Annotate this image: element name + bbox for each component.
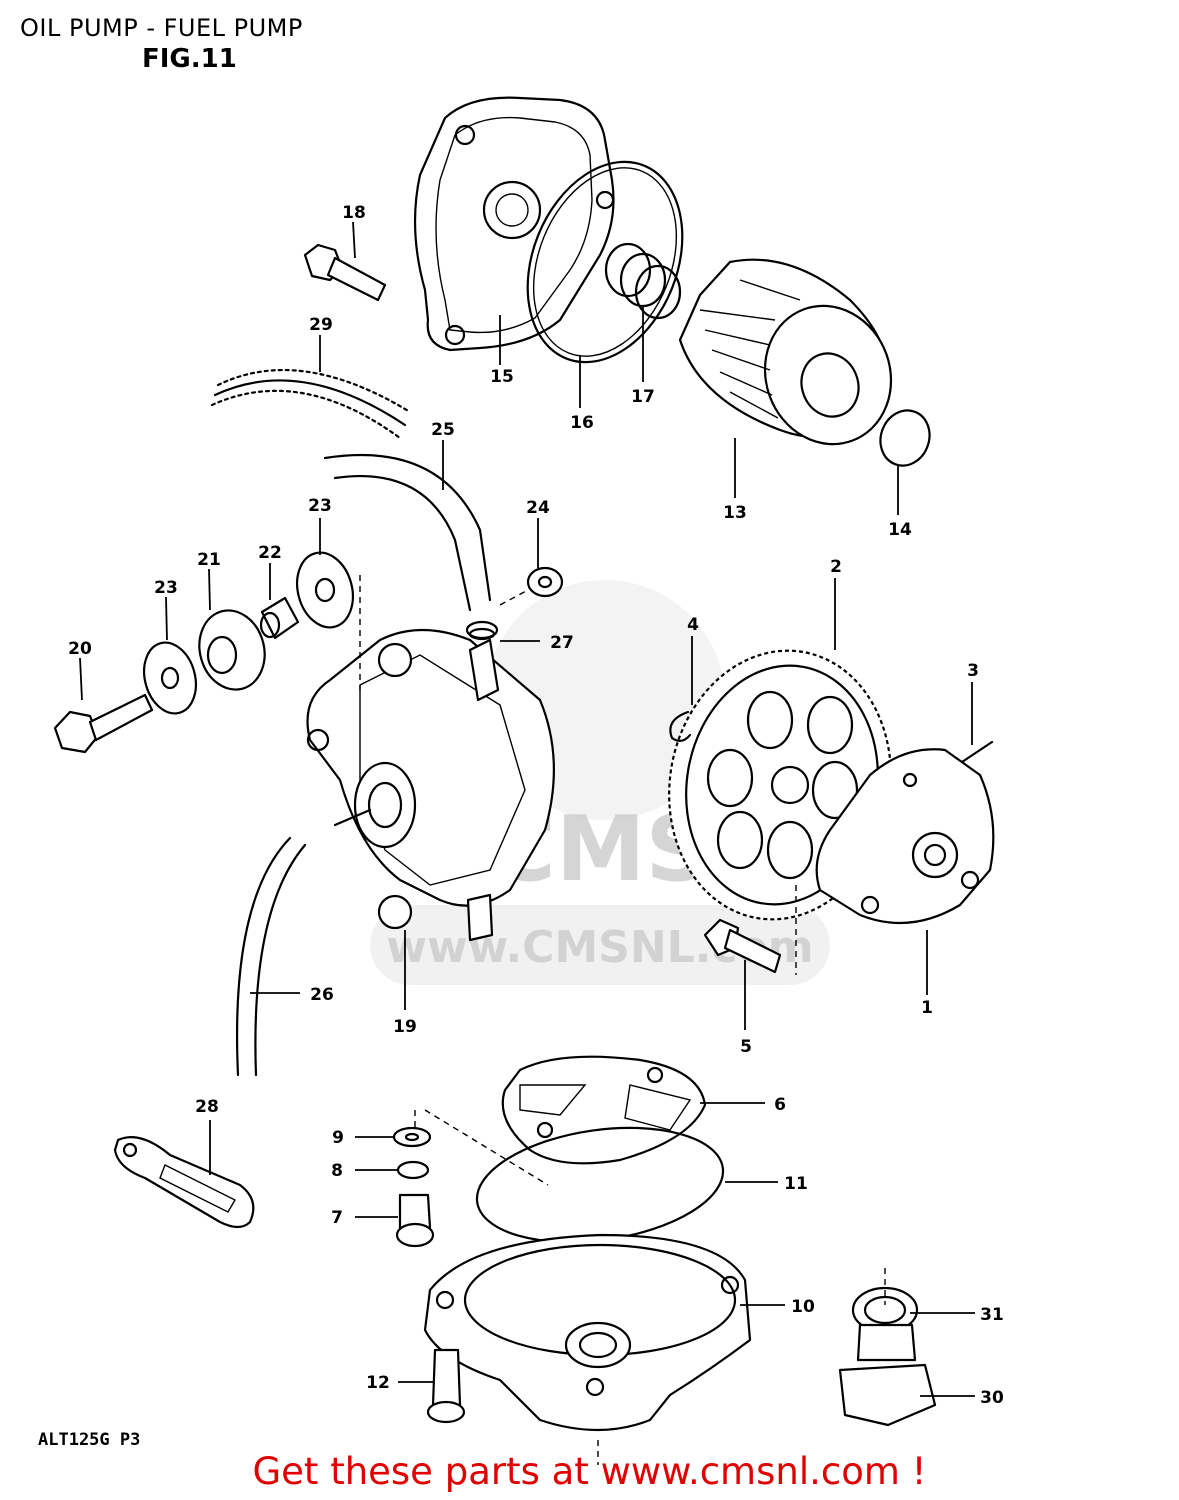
part-strainer-6[interactable] bbox=[501, 1055, 707, 1165]
part-bracket-28[interactable] bbox=[113, 1136, 255, 1229]
part-fuel-hose-26[interactable] bbox=[235, 836, 307, 1077]
callout-31: 31 bbox=[980, 1305, 1004, 1325]
callout-8: 8 bbox=[331, 1161, 343, 1181]
callout-18: 18 bbox=[342, 203, 366, 223]
part-bolt-18[interactable] bbox=[303, 243, 387, 302]
page-title: OIL PUMP - FUEL PUMP bbox=[20, 14, 303, 42]
callout-12: 12 bbox=[366, 1373, 390, 1393]
part-washer-23-b[interactable] bbox=[289, 546, 361, 633]
callout-16: 16 bbox=[570, 413, 594, 433]
callout-9: 9 bbox=[332, 1128, 344, 1148]
callout-6: 6 bbox=[774, 1095, 786, 1115]
part-hose-spring-29[interactable] bbox=[210, 369, 412, 440]
part-o-ring-14[interactable] bbox=[873, 403, 937, 472]
callout-4: 4 bbox=[687, 615, 699, 635]
callout-1: 1 bbox=[921, 998, 933, 1018]
callout-7: 7 bbox=[331, 1208, 343, 1228]
part-cushion-21[interactable] bbox=[191, 603, 274, 697]
callout-25: 25 bbox=[431, 420, 455, 440]
part-screw-5[interactable] bbox=[703, 918, 782, 974]
callout-20: 20 bbox=[68, 639, 92, 659]
callout-13: 13 bbox=[723, 503, 747, 523]
part-bolt-20[interactable] bbox=[53, 693, 154, 754]
callout-19: 19 bbox=[393, 1017, 417, 1037]
callout-5: 5 bbox=[740, 1037, 752, 1057]
figure-number: FIG.11 bbox=[142, 44, 237, 74]
callout-labels: 1 2 3 4 5 6 7 8 9 10 11 12 13 14 15 16 1… bbox=[68, 203, 1004, 1408]
callout-28: 28 bbox=[195, 1097, 219, 1117]
callout-26: 26 bbox=[310, 985, 334, 1005]
callout-15: 15 bbox=[490, 367, 514, 387]
part-o-ring-16[interactable] bbox=[499, 139, 710, 386]
part-oil-filter-13[interactable] bbox=[678, 258, 910, 462]
part-collar-22[interactable] bbox=[259, 596, 300, 640]
callout-27: 27 bbox=[550, 633, 574, 653]
leader-lines bbox=[79, 221, 975, 1465]
part-oil-pump-1[interactable] bbox=[815, 748, 995, 925]
callout-24: 24 bbox=[526, 498, 550, 518]
part-fuel-pump-19[interactable] bbox=[306, 628, 555, 942]
callout-23-a: 23 bbox=[154, 578, 178, 598]
part-circlip-4[interactable] bbox=[669, 710, 692, 742]
callout-10: 10 bbox=[791, 1297, 815, 1317]
callout-17: 17 bbox=[631, 387, 655, 407]
part-filter-cover-15[interactable] bbox=[413, 96, 615, 352]
part-pin-3[interactable] bbox=[960, 740, 994, 764]
part-clip-27[interactable] bbox=[465, 620, 499, 641]
callout-3: 3 bbox=[967, 661, 979, 681]
part-lock-washer-8[interactable] bbox=[396, 1160, 430, 1180]
part-washer-24[interactable] bbox=[526, 566, 564, 598]
part-washer-9[interactable] bbox=[392, 1126, 432, 1148]
part-fuel-hose-25[interactable] bbox=[323, 454, 492, 612]
promo-link-text[interactable]: Get these parts at www.cmsnl.com ! bbox=[252, 1450, 927, 1493]
part-bolt-7[interactable] bbox=[395, 1193, 435, 1248]
part-bolt-12[interactable] bbox=[426, 1348, 466, 1424]
callout-23-b: 23 bbox=[308, 496, 332, 516]
callout-2: 2 bbox=[830, 557, 842, 577]
callout-29: 29 bbox=[309, 315, 333, 335]
part-washer-23-a[interactable] bbox=[137, 637, 204, 719]
callout-30: 30 bbox=[980, 1388, 1004, 1408]
part-drain-plug-30[interactable] bbox=[838, 1323, 937, 1427]
callout-11: 11 bbox=[784, 1174, 808, 1194]
callout-21: 21 bbox=[197, 550, 221, 570]
diagram-code: ALT125G P3 bbox=[38, 1430, 141, 1450]
part-sump-cover-10[interactable] bbox=[423, 1233, 752, 1432]
callout-22: 22 bbox=[258, 543, 282, 563]
callout-14: 14 bbox=[888, 520, 912, 540]
